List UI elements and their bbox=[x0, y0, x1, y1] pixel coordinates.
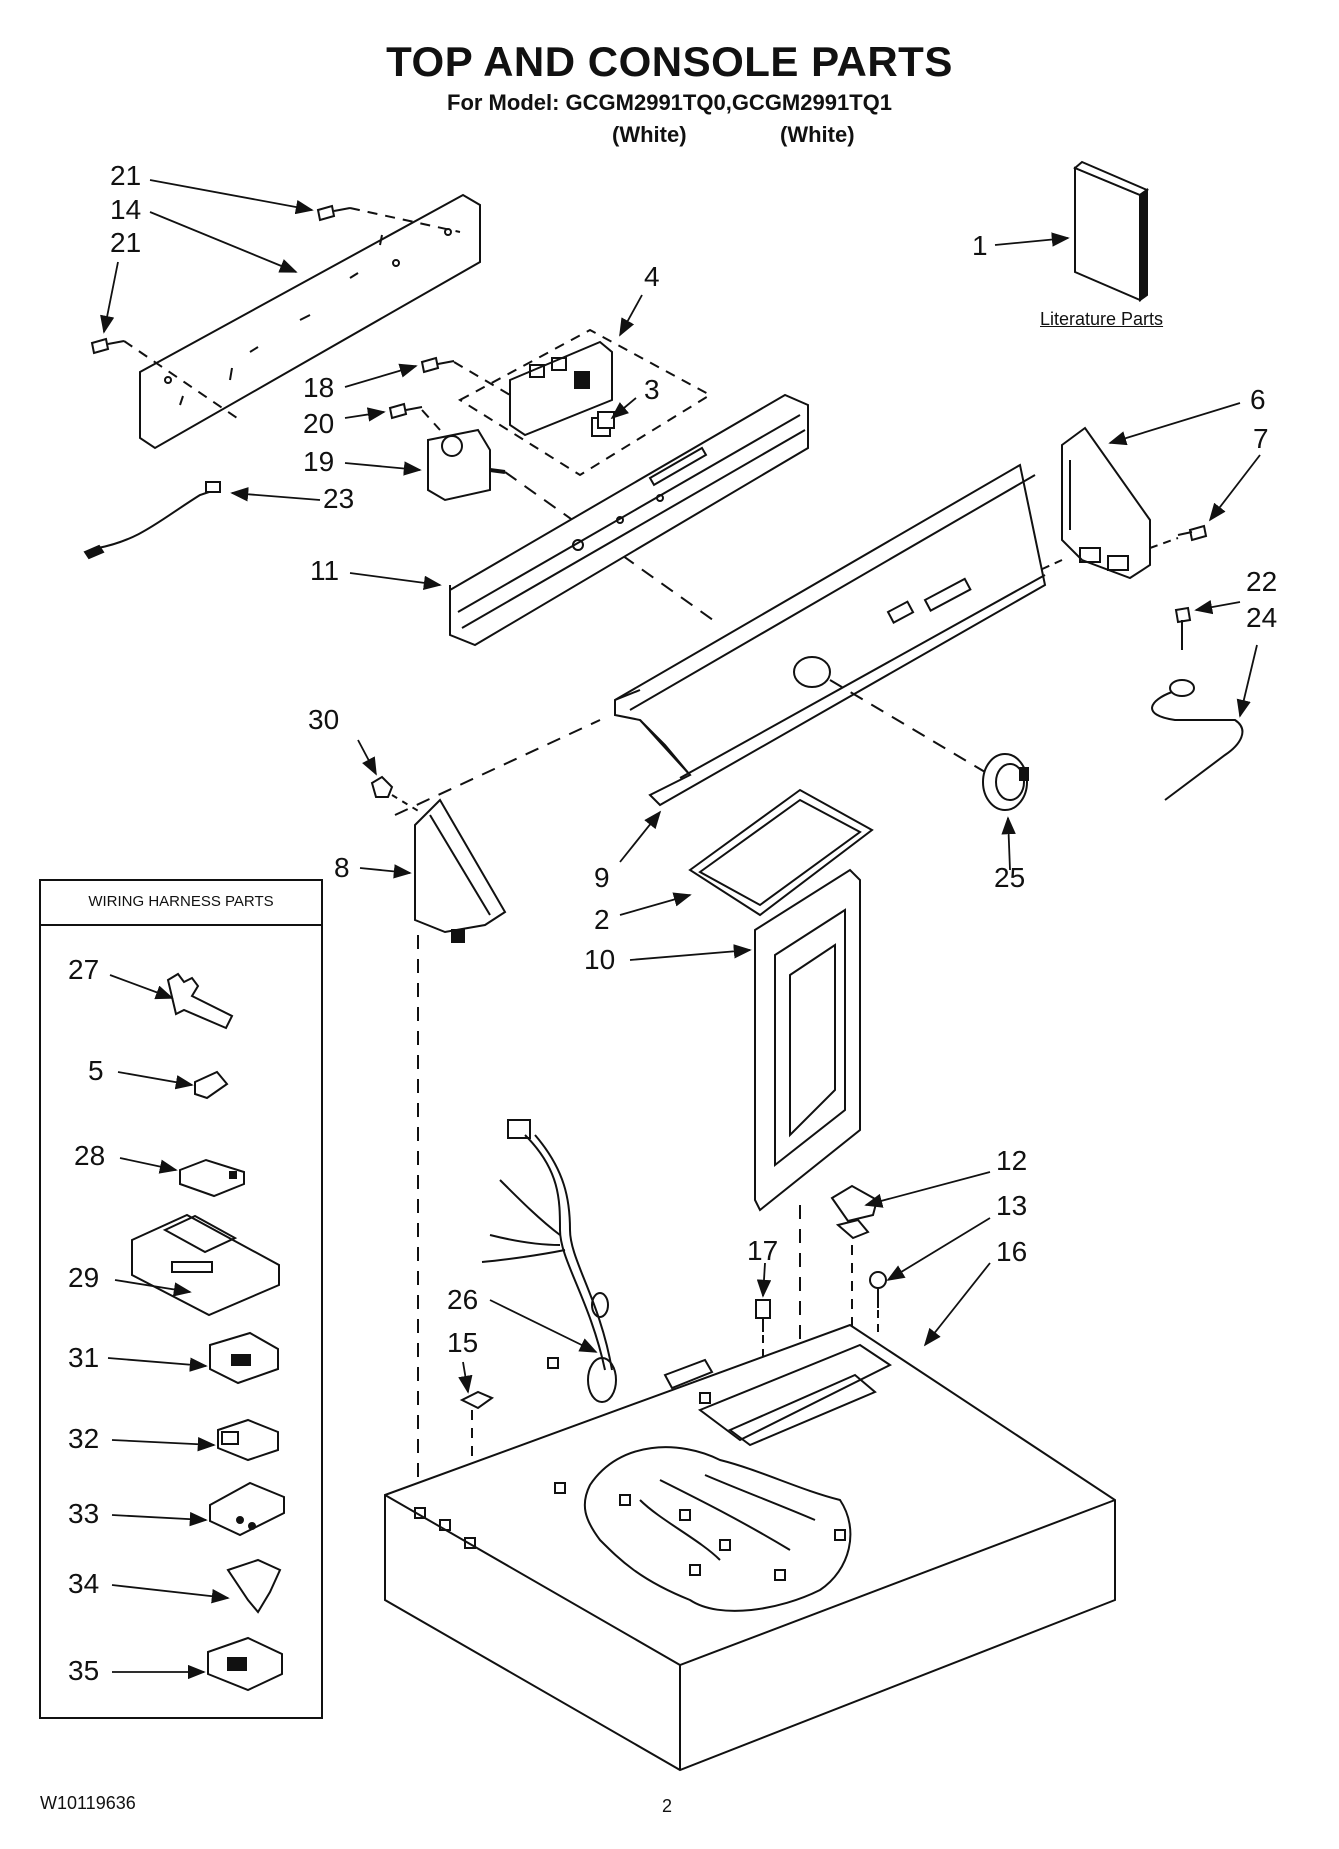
switch-19-part bbox=[427, 428, 506, 502]
clip-12-part bbox=[830, 1184, 879, 1240]
callout-13: 13 bbox=[996, 1190, 1028, 1221]
lint-filter-cover-part bbox=[688, 788, 874, 917]
callout-arrows bbox=[100, 179, 1261, 1680]
wire-23-part bbox=[83, 481, 221, 560]
callout-16: 16 bbox=[996, 1236, 1028, 1267]
callout-18: 18 bbox=[303, 372, 335, 403]
callout-33: 33 bbox=[68, 1498, 100, 1529]
dryer-top-part bbox=[384, 1323, 1116, 1772]
callout-20: 20 bbox=[303, 408, 335, 439]
connector-32-part bbox=[217, 1418, 279, 1462]
clip-30-part bbox=[370, 775, 394, 798]
screw-18-part bbox=[420, 356, 455, 374]
document-number: W10119636 bbox=[40, 1793, 136, 1813]
callout-15: 15 bbox=[447, 1327, 479, 1358]
connector-35-part bbox=[207, 1636, 283, 1692]
callout-21-bottom: 21 bbox=[110, 227, 142, 258]
end-cap-left-part bbox=[414, 798, 507, 943]
knob-25-part bbox=[982, 753, 1029, 811]
screw-20-part bbox=[388, 402, 423, 420]
callout-5: 5 bbox=[88, 1055, 104, 1086]
connector-29-part bbox=[131, 1213, 280, 1317]
callout-1: 1 bbox=[972, 230, 988, 261]
clip-34-part bbox=[226, 1558, 282, 1614]
callout-4: 4 bbox=[644, 261, 660, 292]
screw-21-top-part bbox=[316, 204, 351, 222]
clip-15-part bbox=[459, 1390, 495, 1410]
callout-9: 9 bbox=[594, 862, 610, 893]
callout-34: 34 bbox=[68, 1568, 100, 1599]
callout-3: 3 bbox=[644, 374, 660, 405]
callout-11: 11 bbox=[310, 555, 340, 586]
callout-25: 25 bbox=[994, 862, 1026, 893]
console-back-panel-part bbox=[139, 193, 481, 450]
callout-29: 29 bbox=[68, 1262, 100, 1293]
literature-booklet-part bbox=[1073, 160, 1150, 302]
wiring-harness-parts-title: WIRING HARNESS PARTS bbox=[88, 893, 274, 910]
lint-duct-part bbox=[754, 868, 861, 1212]
model-line: For Model: GCGM2991TQ0,GCGM2991TQ1 bbox=[447, 90, 892, 115]
callout-32: 32 bbox=[68, 1423, 100, 1454]
callout-35: 35 bbox=[68, 1655, 100, 1686]
connector-33-part bbox=[209, 1481, 285, 1537]
page-title: TOP AND CONSOLE PARTS bbox=[386, 38, 953, 85]
callout-10: 10 bbox=[584, 944, 616, 975]
control-board-part bbox=[509, 340, 613, 437]
knob-3-part bbox=[591, 411, 615, 437]
callout-21-top: 21 bbox=[110, 160, 142, 191]
screw-13-part bbox=[869, 1271, 887, 1308]
callout-7: 7 bbox=[1253, 423, 1269, 454]
page-number: 2 bbox=[662, 1796, 673, 1816]
callout-23: 23 bbox=[323, 483, 355, 514]
connector-5-part bbox=[194, 1070, 229, 1100]
callout-17: 17 bbox=[747, 1235, 779, 1266]
literature-parts-label: Literature Parts bbox=[1040, 309, 1164, 329]
callout-26: 26 bbox=[447, 1284, 479, 1315]
screw-17-part bbox=[755, 1299, 771, 1332]
callout-27: 27 bbox=[68, 954, 100, 985]
callout-8: 8 bbox=[334, 852, 350, 883]
callout-28: 28 bbox=[74, 1140, 106, 1171]
callout-19: 19 bbox=[303, 446, 335, 477]
callout-22: 22 bbox=[1246, 566, 1278, 597]
callout-2: 2 bbox=[594, 904, 610, 935]
callout-12: 12 bbox=[996, 1145, 1028, 1176]
console-bracket-part bbox=[449, 393, 809, 647]
screw-7-part bbox=[1177, 524, 1208, 542]
wiring-harness-part bbox=[481, 1119, 617, 1403]
connector-28-part bbox=[179, 1158, 245, 1198]
callout-14: 14 bbox=[110, 194, 142, 225]
callout-30: 30 bbox=[308, 704, 340, 735]
console-main-part bbox=[614, 463, 1047, 807]
callout-6: 6 bbox=[1250, 384, 1266, 415]
end-cap-right-part bbox=[1061, 426, 1151, 580]
callout-31: 31 bbox=[68, 1342, 100, 1373]
screw-21-left-part bbox=[90, 337, 125, 355]
callout-24: 24 bbox=[1246, 602, 1278, 633]
ground-screw-22-part bbox=[1174, 606, 1192, 650]
variant-label-1: (White) bbox=[612, 122, 687, 147]
ground-wire-24-part bbox=[1151, 679, 1244, 801]
connector-31-part bbox=[209, 1331, 279, 1385]
terminal-27-part bbox=[166, 972, 234, 1030]
variant-label-2: (White) bbox=[780, 122, 855, 147]
